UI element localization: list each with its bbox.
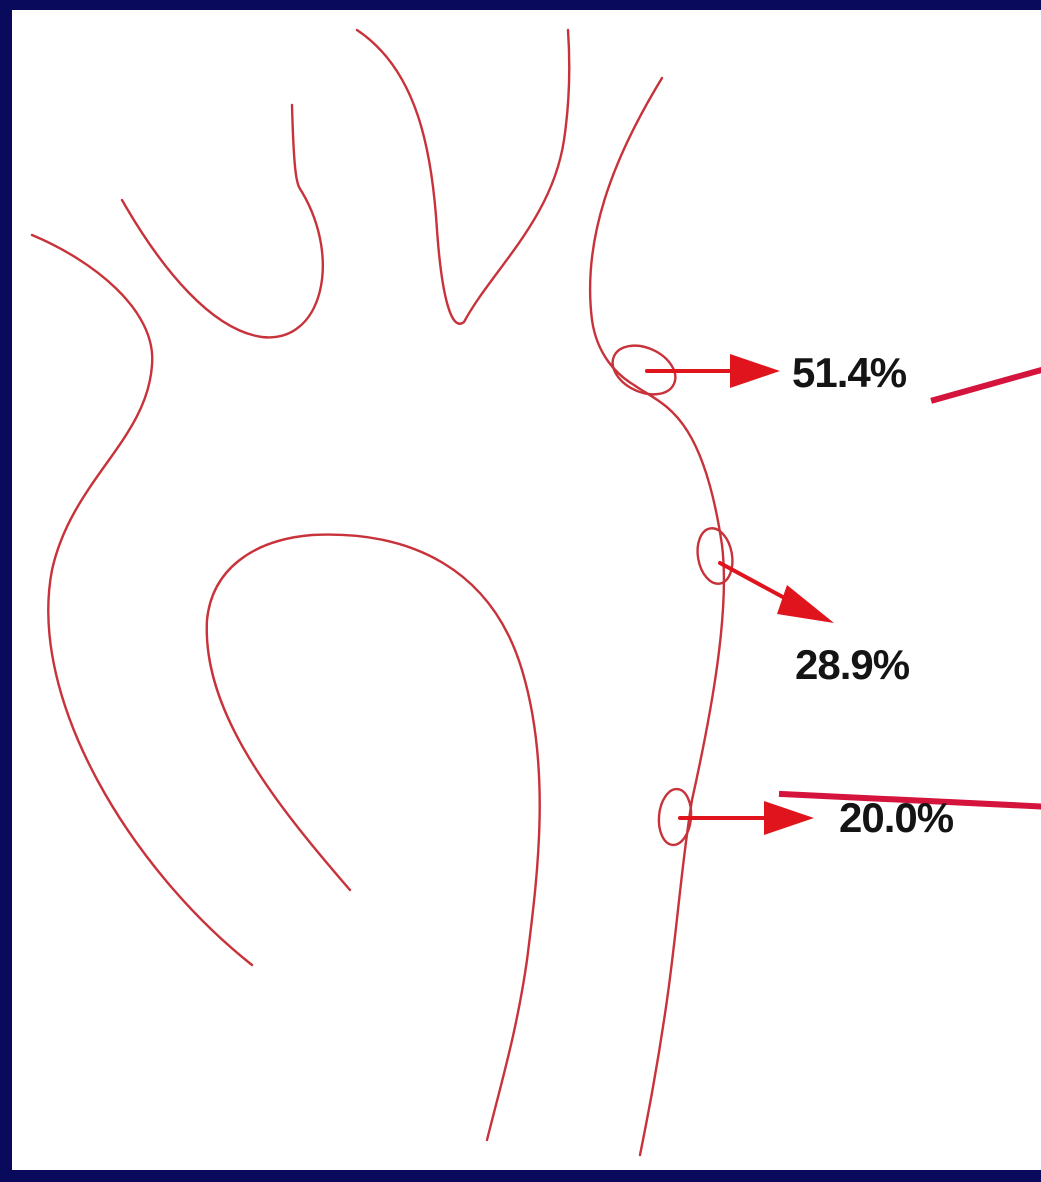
aortic-arch-diagram: 51.4% 28.9% 20.0% — [12, 10, 1041, 1170]
ascending-aorta-outer-wall — [32, 235, 252, 965]
brachiocephalic-artery — [122, 105, 323, 337]
arrow-2 — [720, 563, 834, 623]
pointer-lines — [782, 367, 1041, 807]
label-site-3: 20.0% — [839, 794, 954, 841]
arrows — [647, 354, 834, 835]
vessel-outlines — [32, 30, 724, 1155]
descending-aorta-outer-wall — [590, 78, 724, 1155]
percentage-labels: 51.4% 28.9% 20.0% — [792, 349, 954, 841]
diagram-panel: 51.4% 28.9% 20.0% — [12, 10, 1041, 1170]
label-site-2: 28.9% — [795, 641, 910, 688]
label-site-1: 51.4% — [792, 349, 907, 396]
measurement-sites — [605, 336, 737, 846]
left-common-carotid-artery — [357, 30, 569, 324]
pointer-line-upper — [934, 367, 1041, 400]
arrow-3 — [680, 801, 814, 835]
inner-arch-wall — [207, 535, 540, 1140]
site-ellipse-2 — [693, 525, 736, 586]
